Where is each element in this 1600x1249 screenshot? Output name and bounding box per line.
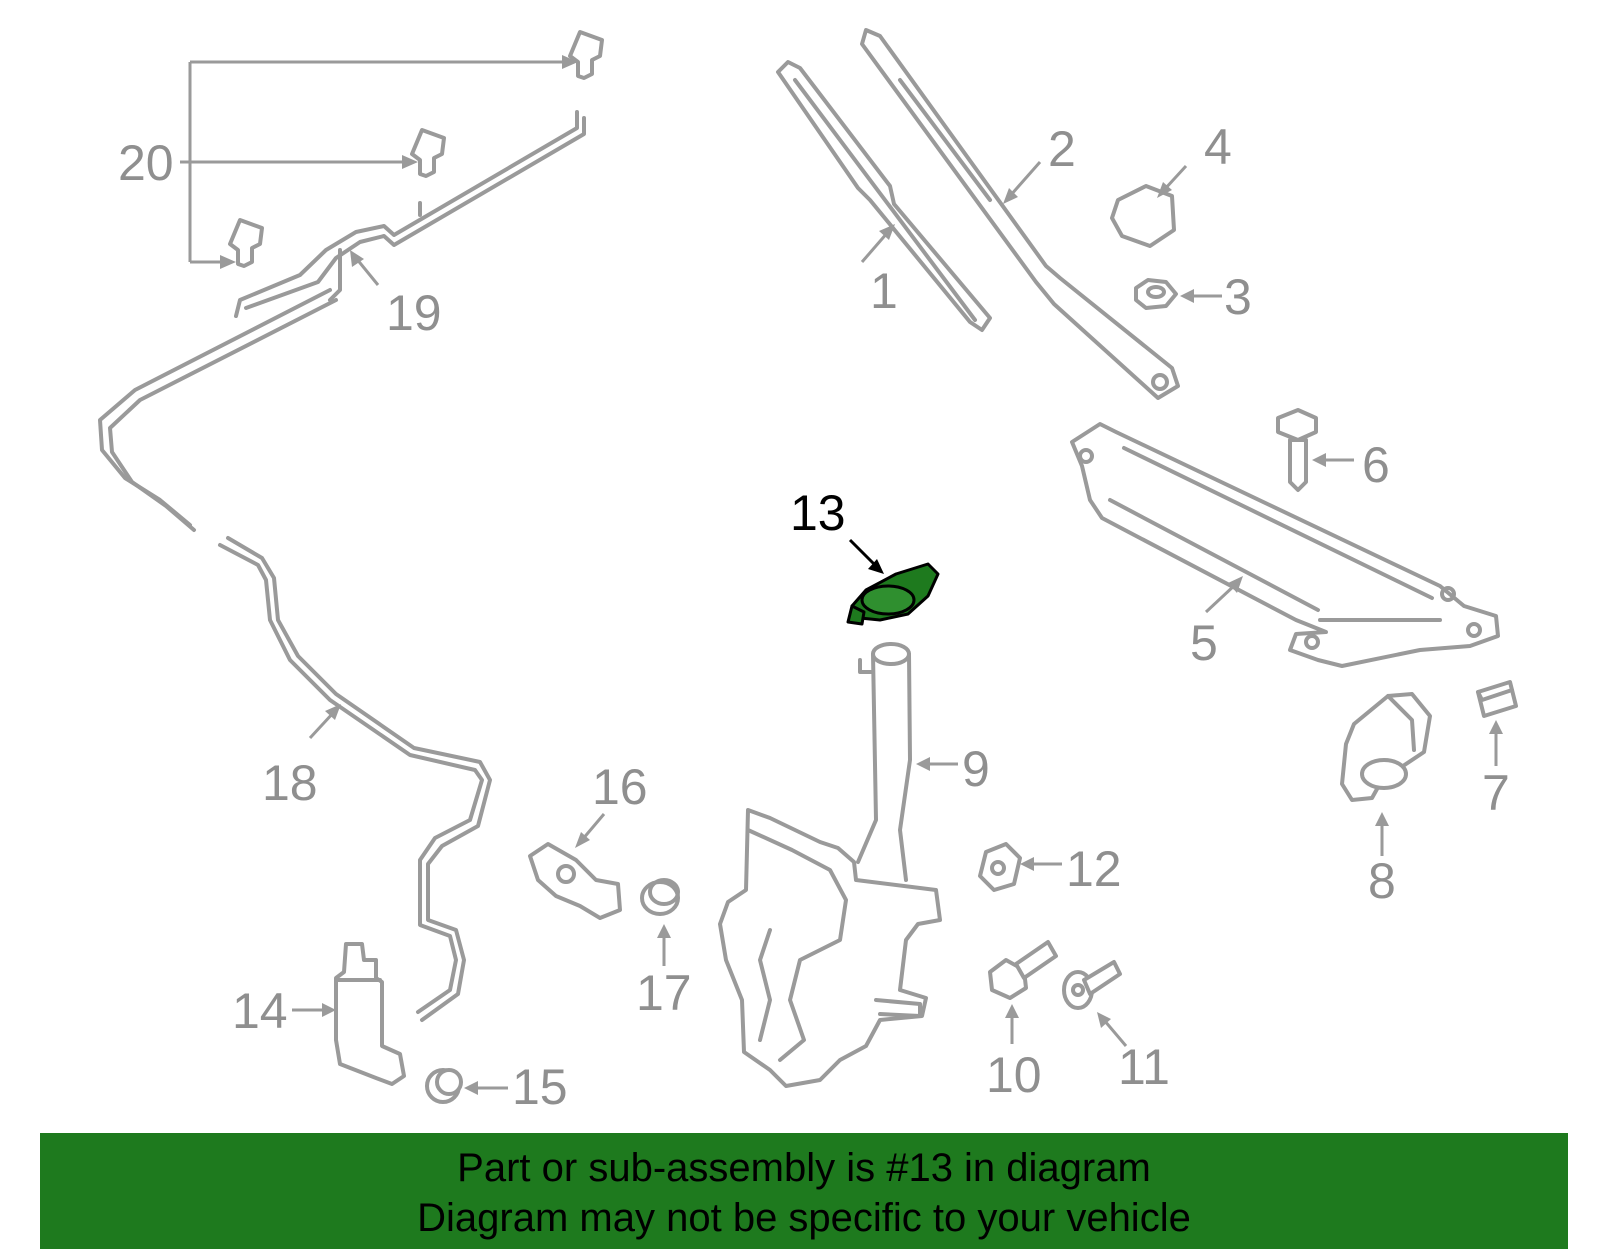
part-7-leader [1489,720,1503,766]
part-6-bolt [1276,408,1318,492]
callout-8: 8 [1368,853,1396,909]
part-14-leader [292,1003,336,1017]
callout-6: 6 [1362,437,1390,493]
part-1-leader [860,224,895,263]
part-2-leader [1003,161,1042,204]
part-8-motor [1340,692,1432,802]
part-3-nut [1134,278,1178,310]
part-2-arm [860,28,1180,400]
part-17-leader [657,924,671,966]
part-13-cap-highlighted[interactable] [846,562,940,626]
part-9-neck [856,642,912,882]
callout-4: 4 [1204,119,1232,175]
part-7-grommet [1476,680,1518,718]
part-11-pin [1062,960,1122,1010]
callout-13[interactable]: 13 [790,485,846,541]
part-12-clip [978,842,1022,892]
part-18-hose [98,288,492,1022]
part-16-sensor [528,842,622,920]
callout-10: 10 [986,1047,1042,1103]
callout-2: 2 [1048,121,1076,177]
part-10-bolt [988,940,1058,1000]
part-20-leader [180,55,578,269]
callout-12: 12 [1066,841,1122,897]
banner-part-line: Part or sub-assembly is #13 in diagram [457,1146,1151,1190]
callout-3: 3 [1224,269,1252,325]
part-17-ring [640,878,680,916]
part-3-leader [1180,289,1222,303]
callout-20: 20 [118,135,174,191]
part-10-leader [1005,1004,1019,1044]
info-banner: Part or sub-assembly is #13 in diagram D… [40,1133,1568,1249]
callout-16: 16 [592,759,648,815]
part-13-leader [848,538,884,574]
callout-19: 19 [386,285,442,341]
callout-7: 7 [1482,765,1510,821]
callout-15: 15 [512,1059,568,1115]
part-4-cap [1110,184,1176,248]
part-20-nozzles [228,30,604,268]
banner-disclaimer-line: Diagram may not be specific to your vehi… [417,1196,1191,1240]
part-5-linkage [1070,422,1500,668]
part-19-leader [350,250,380,286]
callout-11: 11 [1118,1039,1170,1095]
part-8-leader [1375,812,1389,856]
part-9-leader [916,757,958,771]
part-12-leader [1020,857,1062,871]
part-15-leader [464,1081,508,1095]
part-16-leader [575,813,606,848]
callout-1: 1 [870,263,898,319]
part-11-leader [1097,1012,1128,1047]
part-1-blade [776,60,992,332]
part-5-leader [1204,576,1243,614]
callout-9: 9 [962,741,990,797]
callout-14: 14 [232,983,288,1039]
callout-17: 17 [636,965,692,1021]
part-15-grommet [425,1068,463,1104]
part-4-leader [1157,164,1188,198]
callout-18: 18 [262,755,318,811]
part-19-hose [234,110,586,318]
part-14-pump [334,942,406,1086]
part-6-leader [1312,453,1354,467]
part-18-leader [308,704,341,740]
reservoir-tank [718,808,942,1088]
callout-5: 5 [1190,615,1218,671]
